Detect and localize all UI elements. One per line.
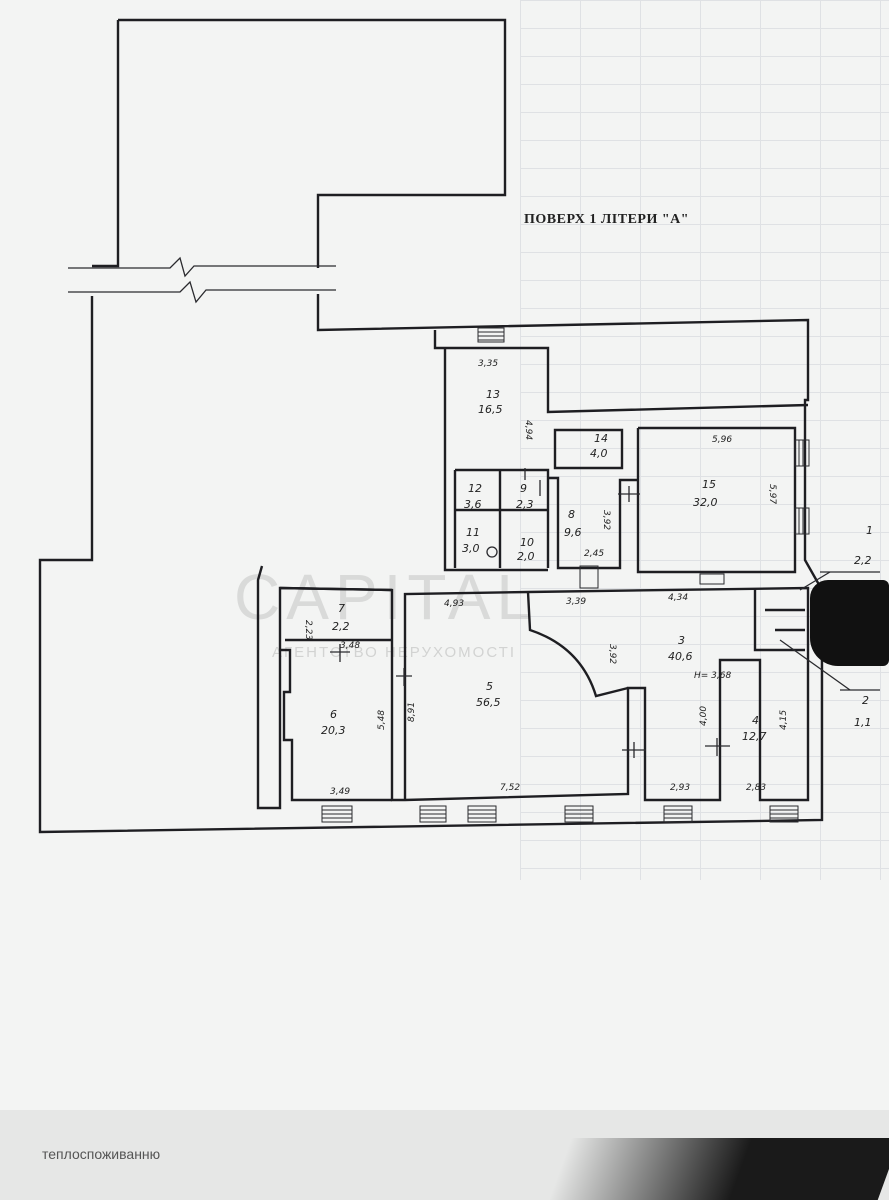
corridor-stub (753, 588, 805, 652)
dim-7-bottom: 3,48 (340, 641, 360, 651)
room-13-wall (443, 348, 548, 572)
room-9-area: 2,3 (516, 498, 534, 511)
room-14-area: 4,0 (590, 447, 608, 460)
main-block (256, 565, 810, 810)
dim-6-side: 5,48 (377, 710, 387, 730)
room-3-height: H= 3,68 (694, 671, 731, 681)
room-11-number: 11 (466, 526, 480, 539)
room-14-number: 14 (594, 432, 608, 445)
room-7-area: 2,2 (332, 620, 350, 633)
left-rooms (279, 586, 393, 802)
annex-wall (433, 330, 809, 414)
room-5-area: 56,5 (476, 696, 501, 709)
room-5-number: 5 (486, 680, 493, 693)
room-3-area: 40,6 (668, 650, 693, 663)
room-9-number: 9 (520, 482, 527, 495)
room-3-number: 3 (678, 634, 685, 647)
door-marks (330, 468, 880, 758)
room-4-number: 4 (752, 714, 759, 727)
dark-background-corner (548, 1138, 889, 1200)
room-14-wall (553, 428, 624, 470)
room-8-number: 8 (568, 508, 575, 521)
room-12-area: 3,6 (464, 498, 482, 511)
dim-7-side: 2,23 (303, 620, 313, 640)
room-8-area: 9,6 (564, 526, 582, 539)
room-labels: 13 16,5 14 4,0 15 32,0 12 3,6 9 2,3 11 3… (321, 388, 873, 743)
dim-3-top1: 3,39 (566, 597, 586, 607)
room-10-area: 2,0 (517, 550, 535, 563)
room-12-number: 12 (468, 482, 482, 495)
diag-wall (526, 591, 629, 698)
dimension-labels: 3,35 4,94 5,96 5,97 2,45 3,92 4,93 3,39 … (303, 359, 789, 797)
dim-5-top: 4,93 (444, 599, 464, 609)
room-13-area: 16,5 (478, 403, 503, 416)
dim-6-bottom: 3,49 (330, 787, 350, 797)
dim-3-top2: 4,34 (668, 593, 688, 603)
room-1-area: 2,2 (854, 554, 872, 567)
floor-title: ПОВЕРХ 1 ЛІТЕРИ "А" (524, 212, 690, 227)
footer-text: теплоспоживанню (42, 1146, 161, 1162)
room-2-number: 2 (862, 694, 869, 707)
fixture-icon (486, 546, 498, 558)
watermark-logo-text: CAPITAL (234, 561, 538, 633)
dim-15-top: 5,96 (712, 435, 732, 445)
room-10-number: 10 (520, 536, 534, 549)
background-grid (520, 0, 889, 880)
dim-8-bottom: 2,45 (584, 549, 604, 559)
dim-13-top: 3,35 (478, 359, 498, 369)
dim-5-bottom: 7,52 (500, 783, 520, 793)
room-13-number: 13 (486, 388, 500, 401)
room-15-wall (636, 426, 797, 574)
break-line (68, 256, 336, 304)
room-15-area: 32,0 (693, 496, 718, 509)
room-6-area: 20,3 (321, 724, 346, 737)
windows (321, 327, 810, 823)
dim-13-side: 4,94 (523, 420, 533, 440)
redaction-blot (810, 580, 889, 666)
dim-4-bottom: 2,83 (746, 783, 766, 793)
room-11-area: 3,0 (462, 542, 480, 555)
dim-4-right: 4,15 (779, 710, 789, 730)
dim-4-left: 4,00 (699, 706, 709, 726)
service-block (453, 468, 638, 570)
room-7-number: 7 (338, 602, 345, 615)
dim-8-side: 3,92 (601, 510, 611, 530)
dim-3-bottom: 2,93 (670, 783, 690, 793)
room-2-area: 1,1 (854, 716, 872, 729)
outer-wall (38, 18, 824, 834)
room-4-area: 12,7 (742, 730, 767, 743)
dim-3-diag: 3,92 (607, 644, 617, 664)
room-1-number: 1 (866, 524, 873, 537)
dim-15-side: 5,97 (767, 484, 777, 504)
dim-5-side: 8,91 (407, 702, 417, 722)
room-6-number: 6 (330, 708, 337, 721)
room-15-number: 15 (702, 478, 716, 491)
